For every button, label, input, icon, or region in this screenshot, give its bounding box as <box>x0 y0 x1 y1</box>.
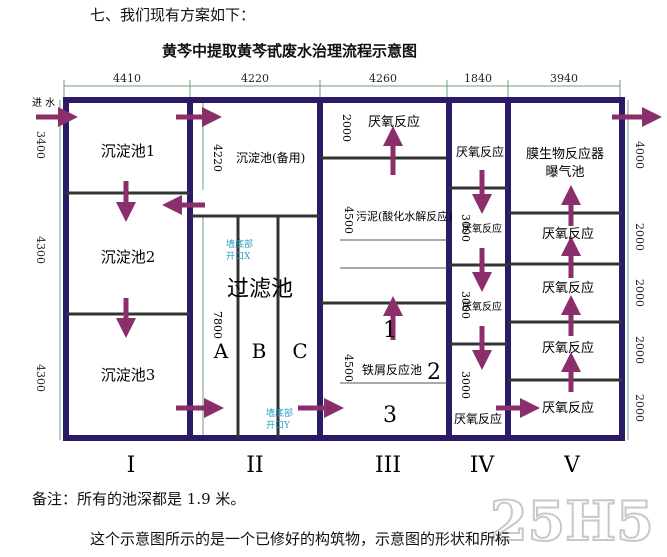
svg-text:4220: 4220 <box>211 144 224 172</box>
svg-text:4300: 4300 <box>34 236 47 264</box>
svg-text:A: A <box>213 339 229 363</box>
svg-text:3000: 3000 <box>459 214 472 242</box>
diagram-title: 黄芩中提取黄芩甙废水治理流程示意图 <box>162 42 418 60</box>
inlet-label: 进 水 <box>32 97 55 109</box>
tank-1-label: 沉淀池1 <box>101 142 156 160</box>
svg-text:4500: 4500 <box>342 206 355 234</box>
svg-text:厌氧反应: 厌氧反应 <box>456 144 504 159</box>
svg-text:3400: 3400 <box>34 131 47 159</box>
filter-tank-label: 过滤池 <box>227 277 293 302</box>
tank-walls <box>63 97 625 441</box>
svg-text:厌氧反应: 厌氧反应 <box>462 300 502 313</box>
svg-text:III: III <box>375 453 401 478</box>
intro-text: 七、我们现有方案如下： <box>90 6 256 24</box>
watermark: 25H5 <box>490 489 654 553</box>
svg-text:2000: 2000 <box>633 279 646 307</box>
note-text: 备注：所有的池深都是 1.9 米。 <box>32 490 246 508</box>
svg-text:3: 3 <box>383 403 397 428</box>
svg-text:2000: 2000 <box>633 336 646 364</box>
svg-text:II: II <box>246 453 263 478</box>
svg-text:7800: 7800 <box>211 311 224 339</box>
svg-text:铁屑反应池: 铁屑反应池 <box>362 362 422 377</box>
svg-text:2: 2 <box>427 360 441 385</box>
svg-text:曝气池: 曝气池 <box>545 164 584 180</box>
svg-text:C: C <box>292 339 307 363</box>
column-i-labels: 沉淀池1 沉淀池2 沉淀池3 <box>101 142 156 384</box>
svg-text:厌氧反应: 厌氧反应 <box>462 222 502 235</box>
svg-text:厌氧反应: 厌氧反应 <box>542 400 594 416</box>
svg-text:2000: 2000 <box>340 114 353 142</box>
svg-text:1840: 1840 <box>464 72 492 85</box>
svg-text:厌氧反应: 厌氧反应 <box>454 411 502 426</box>
column-v-labels: 膜生物反应器 曝气池 厌氧反应 厌氧反应 厌氧反应 厌氧反应 <box>526 146 604 416</box>
svg-text:开口X: 开口X <box>226 251 251 262</box>
svg-text:厌氧反应: 厌氧反应 <box>542 280 594 296</box>
svg-text:厌氧反应: 厌氧反应 <box>542 340 594 356</box>
svg-text:3000: 3000 <box>459 291 472 319</box>
svg-text:IV: IV <box>470 453 496 478</box>
svg-text:4220: 4220 <box>241 72 269 85</box>
column-numerals: I II III IV V <box>127 453 581 478</box>
svg-text:4500: 4500 <box>342 354 355 382</box>
svg-text:4000: 4000 <box>633 141 646 169</box>
svg-text:膜生物反应器: 膜生物反应器 <box>526 146 604 162</box>
svg-text:I: I <box>127 453 136 478</box>
partitions <box>66 156 622 438</box>
svg-text:3940: 3940 <box>550 72 578 85</box>
flow-arrows <box>36 107 662 418</box>
column-iv-labels: 厌氧反应 厌氧反应 厌氧反应 厌氧反应 3000 3000 3000 <box>454 144 504 426</box>
svg-text:4410: 4410 <box>113 72 141 85</box>
svg-text:V: V <box>563 453 581 478</box>
column-iii-labels: 2000 厌氧反应 污泥(酸化水解反应) 4500 1 2 3 铁屑反应池 45… <box>340 114 453 428</box>
tank-3-label: 沉淀池3 <box>101 366 156 384</box>
svg-text:B: B <box>252 339 267 363</box>
footer-text: 这个示意图所示的是一个已修好的构筑物，示意图的形状和所标 <box>90 530 511 548</box>
top-dimension-labels: 4410 4220 4260 1840 3940 <box>113 72 578 85</box>
spare-tank-label: 沉淀池(备用) <box>236 151 305 165</box>
left-dimension-labels: 3400 4300 4300 <box>34 131 47 392</box>
svg-text:厌氧反应: 厌氧反应 <box>368 114 420 130</box>
right-dimension-labels: 4000 2000 2000 2000 2000 <box>633 141 646 422</box>
svg-text:4260: 4260 <box>369 72 397 85</box>
svg-text:开口Y: 开口Y <box>266 420 291 431</box>
svg-text:污泥(酸化水解反应): 污泥(酸化水解反应) <box>356 209 453 223</box>
svg-text:2000: 2000 <box>633 223 646 251</box>
svg-text:4300: 4300 <box>34 364 47 392</box>
svg-text:厌氧反应: 厌氧反应 <box>542 226 594 242</box>
tank-2-label: 沉淀池2 <box>101 248 156 266</box>
svg-text:墙底部: 墙底部 <box>266 407 293 419</box>
svg-text:1: 1 <box>383 318 397 343</box>
svg-text:3000: 3000 <box>459 371 472 399</box>
column-ii-labels: 4220 沉淀池(备用) 过滤池 A B C 7800 墙底部 开口X 墙底部 … <box>211 144 308 431</box>
svg-text:墙底部: 墙底部 <box>226 238 253 250</box>
svg-text:2000: 2000 <box>633 394 646 422</box>
